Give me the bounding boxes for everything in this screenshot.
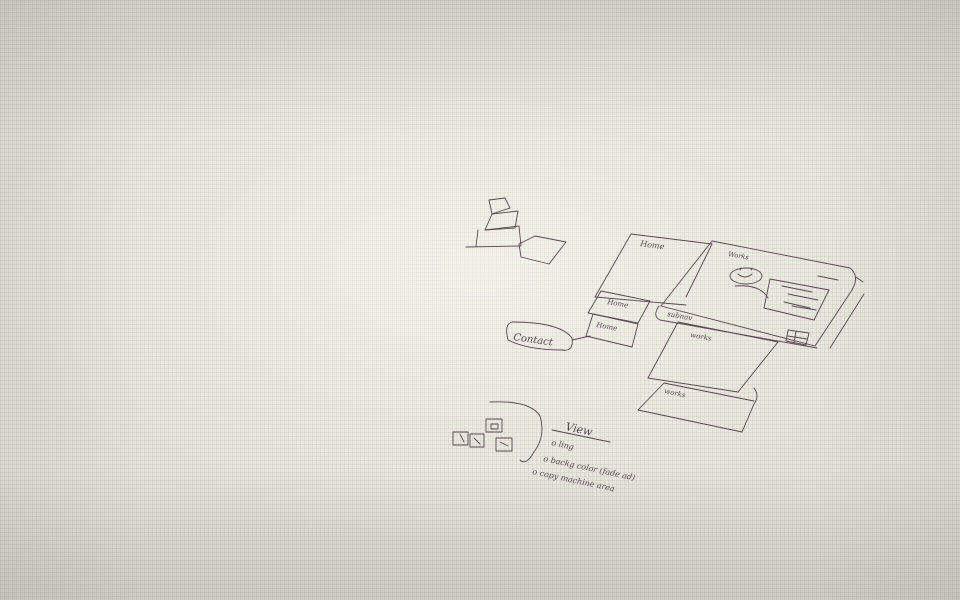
sketch-labels: Home Home Home subnav Works works works … — [513, 239, 750, 494]
logo-sketch — [466, 198, 566, 264]
home-main-label: Home — [639, 239, 665, 251]
home-sub-2-label: Home — [595, 321, 618, 333]
sketch-strokes — [453, 198, 864, 462]
subnav-label: subnav — [667, 310, 693, 322]
view-option-1: o ling — [551, 438, 575, 452]
works-top-label: works — [690, 331, 713, 343]
works-bottom-label: works — [664, 387, 687, 399]
image-placeholder-sketch — [730, 268, 829, 345]
view-label: View — [564, 420, 594, 438]
works-panel-sketch — [638, 306, 817, 432]
view-icons-sketch — [453, 402, 542, 462]
works-header-label: Works — [728, 250, 750, 262]
contact-label: Contact — [513, 332, 555, 349]
